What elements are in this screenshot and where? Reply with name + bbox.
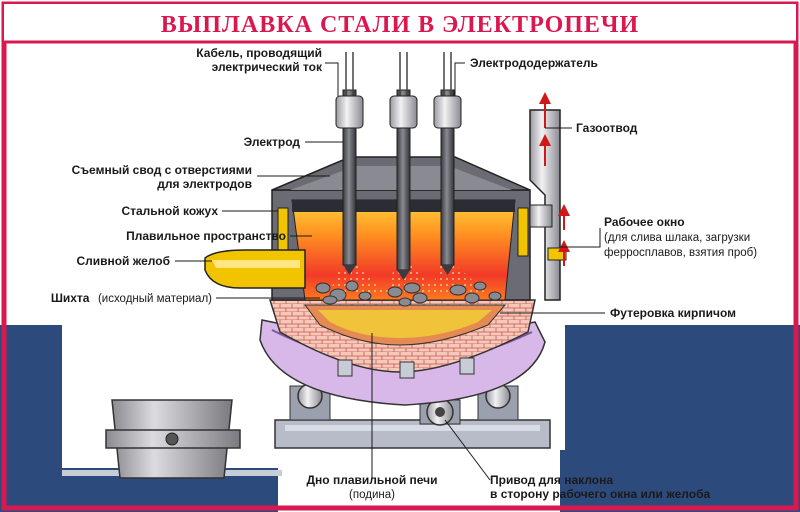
- label-window-3: ферросплавов, взятия проб): [604, 247, 757, 259]
- title-band: [4, 4, 796, 42]
- label-charge-bold: Шихта: [51, 291, 90, 305]
- gas-arrows: [539, 92, 570, 266]
- base-platform: [274, 419, 551, 449]
- pour-spout: [204, 249, 306, 289]
- label-shell: Стальной кожух: [121, 204, 218, 218]
- label-charge: Шихта (исходный материал): [51, 289, 212, 306]
- electrodes: [342, 89, 455, 280]
- label-gas-duct: Газоотвод: [576, 121, 638, 135]
- label-charge-rest: (исходный материал): [98, 293, 212, 305]
- label-bottom: Дно плавильной печи: [306, 473, 437, 487]
- label-bottom-2: (подина): [349, 489, 395, 501]
- leader-lines: [175, 62, 605, 481]
- charge-rocks: [315, 280, 502, 307]
- label-cable: Кабель, проводящий: [196, 46, 322, 60]
- cables: [345, 52, 452, 96]
- label-window: Рабочее окно: [604, 215, 685, 229]
- label-holder: Электрододержатель: [470, 56, 598, 70]
- label-lining: Футеровка кирпичом: [610, 306, 736, 320]
- support-rollers: [289, 383, 519, 426]
- label-roof-2: для электродов: [157, 177, 252, 191]
- gas-duct: [529, 109, 567, 301]
- label-window-2: (для слива шлака, загрузки: [604, 232, 750, 244]
- hearth-supports: [337, 357, 475, 379]
- label-drive-2: в сторону рабочего окна или желоба: [490, 487, 710, 501]
- label-spout: Сливной желоб: [76, 254, 170, 268]
- electrode-holders: [335, 95, 462, 129]
- ladle-bucket: [105, 399, 241, 479]
- label-electrode: Электрод: [244, 135, 301, 149]
- label-cable-2: электрический ток: [212, 60, 323, 74]
- page-title: ВЫПЛАВКА СТАЛИ В ЭЛЕКТРОПЕЧИ: [161, 12, 639, 38]
- label-melt-space: Плавильное пространство: [126, 229, 286, 243]
- label-roof: Съемный свод с отверстиями: [72, 163, 252, 177]
- label-drive: Привод для наклона: [490, 473, 613, 487]
- ground-right: [560, 325, 800, 512]
